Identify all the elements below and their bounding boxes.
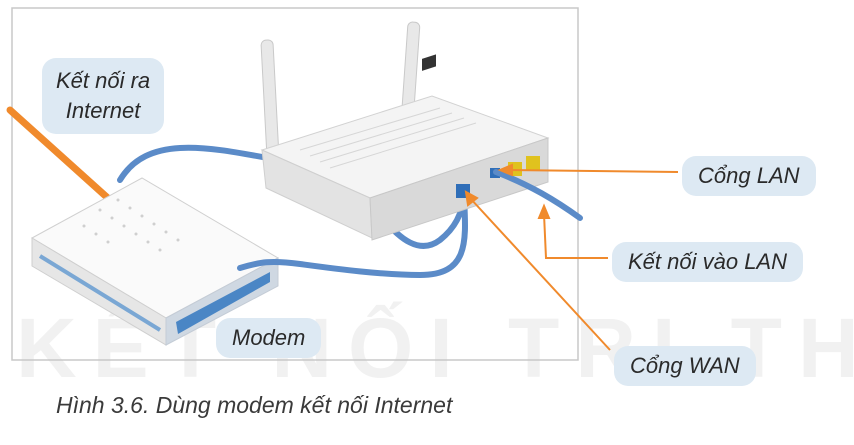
phone-port [422, 54, 436, 71]
lan-connection-label: Kết nối vào LAN [612, 242, 803, 282]
photo-frame [11, 7, 579, 361]
lan-port-arrowhead [497, 163, 513, 177]
lan-port-2 [526, 156, 540, 170]
lan-cable [493, 169, 583, 221]
internet-cable [6, 106, 114, 204]
lan-connection-leader [543, 213, 608, 259]
wan-port-arrowhead [464, 190, 479, 207]
figure-caption: Hình 3.6. Dùng modem kết nối Internet [56, 392, 453, 418]
router-device [260, 21, 550, 241]
modem-device [30, 177, 280, 346]
lan-connection-arrowhead [537, 203, 551, 219]
lan-port-label: Cổng LAN [682, 156, 816, 196]
internet-connection-label-line-1: Kết nối ra [56, 68, 151, 93]
internet-connection-label: Kết nối ra Internet [42, 58, 165, 134]
lan-port-leader [507, 169, 679, 173]
modem-label: Modem [216, 318, 322, 358]
wan-port-leader [469, 197, 611, 351]
wan-port-label: Cổng WAN [614, 346, 756, 386]
internet-connection-label-line-2: Internet [65, 98, 141, 123]
